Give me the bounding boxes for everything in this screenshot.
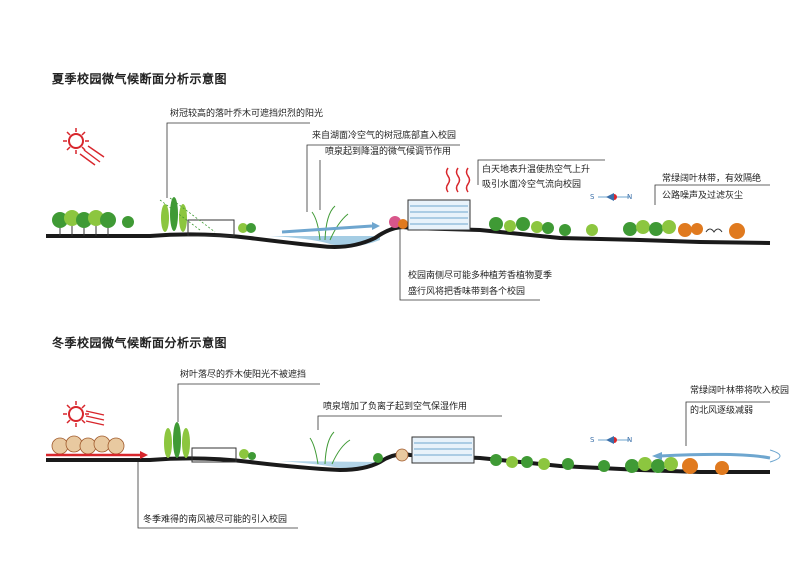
winter-low-building — [191, 447, 237, 463]
summer-sun-icon — [63, 128, 105, 166]
winter-compass-icon — [598, 436, 630, 444]
summer-campus-building — [407, 199, 471, 231]
summer-section — [46, 122, 771, 301]
summer-compass-s: S — [590, 193, 595, 201]
summer-leader-lines — [166, 122, 770, 301]
summer-evergreen-belt — [623, 220, 745, 239]
summer-note-thermal-2: 吸引水面冷空气流向校园 — [482, 180, 582, 190]
winter-leader-lines — [137, 383, 770, 529]
winter-north-wind-arrow — [659, 452, 771, 460]
summer-tree-row-left — [52, 210, 134, 236]
summer-heat-waves-icon — [445, 167, 471, 193]
winter-sun-icon — [63, 401, 105, 427]
summer-note-evergreen-2: 公路噪声及过滤灰尘 — [662, 191, 744, 201]
summer-sun-rays — [159, 197, 216, 233]
winter-note-fountain: 喷泉增加了负离子起到空气保湿作用 — [323, 402, 468, 412]
winter-campus-building — [395, 436, 475, 464]
winter-compass-n: N — [627, 436, 633, 444]
summer-note-thermal-1: 白天地表升温使热空气上升 — [482, 165, 591, 175]
winter-compass-s: S — [590, 436, 595, 444]
summer-low-building — [187, 219, 235, 237]
winter-note-evergreen-1: 常绿阔叶林带将吹入校园 — [690, 386, 790, 396]
summer-tree-row-middle — [489, 217, 598, 236]
summer-note-south-2: 盛行风将把香味带到各个校园 — [408, 287, 526, 297]
summer-note-fountain: 喷泉起到降温的微气候调节作用 — [325, 147, 452, 157]
summer-compass-icon — [598, 193, 630, 201]
summer-note-canopy: 树冠较高的落叶乔木可遮挡炽烈的阳光 — [170, 109, 324, 119]
summer-note-lake-air: 来自湖面冷空气的树冠底部直入校园 — [312, 131, 457, 141]
winter-note-south-wind: 冬季难得的南风被尽可能的引入校园 — [143, 515, 288, 525]
summer-note-evergreen-1: 常绿阔叶林带，有效隔绝 — [662, 174, 762, 184]
winter-evergreen-belt — [625, 457, 729, 475]
winter-tree-row-middle — [490, 454, 610, 472]
winter-note-bare-trees: 树叶落尽的乔木使阳光不被遮挡 — [180, 370, 307, 380]
winter-fountain — [309, 431, 351, 465]
summer-tall-trees — [161, 197, 187, 232]
winter-lake — [280, 461, 378, 469]
summer-cool-air-arrow — [281, 224, 373, 234]
summer-fountain — [311, 205, 349, 241]
summer-diagram-title: 夏季校园微气候断面分析示意图 — [52, 72, 228, 86]
winter-tall-trees — [164, 422, 190, 458]
summer-note-south-1: 校园南侧尽可能多种植芳香植物夏季 — [408, 271, 553, 281]
winter-section — [46, 383, 781, 529]
winter-note-evergreen-2: 的北风逐级减弱 — [690, 406, 754, 416]
summer-compass-n: N — [627, 193, 633, 201]
winter-diagram-title: 冬季校园微气候断面分析示意图 — [52, 336, 228, 350]
winter-bare-trees-left — [51, 435, 125, 455]
